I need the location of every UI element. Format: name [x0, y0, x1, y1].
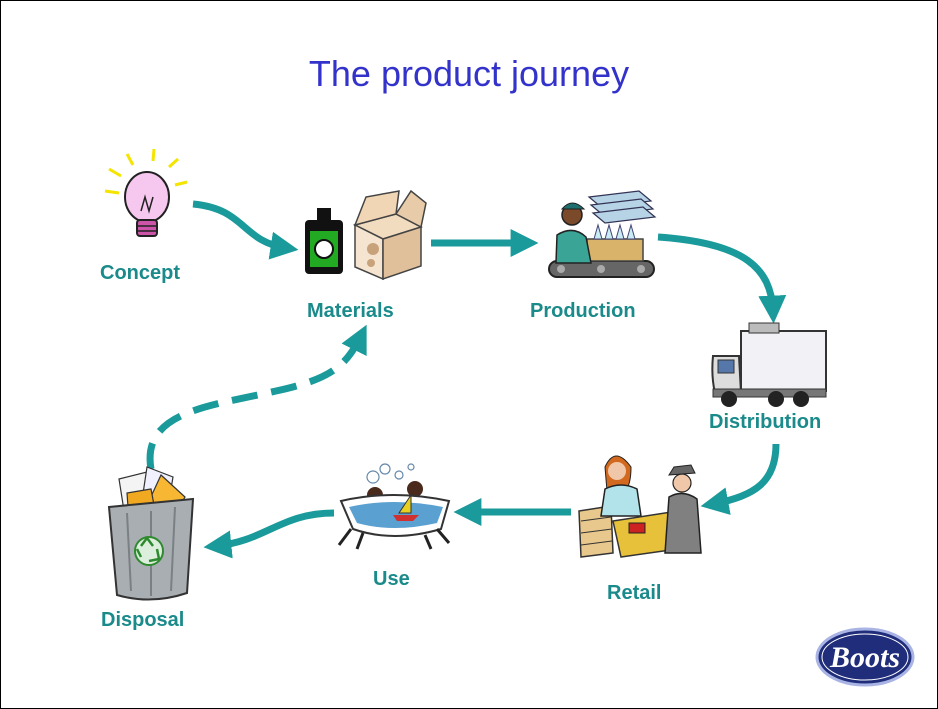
- recycle-bin-icon: [107, 466, 195, 601]
- stage-label-concept: Concept: [100, 262, 180, 284]
- boots-logo: Boots: [815, 627, 915, 687]
- stage-label-use: Use: [373, 568, 410, 590]
- stage-label-materials: Materials: [307, 300, 394, 322]
- factory-production-icon: [548, 190, 657, 278]
- truck-icon: [711, 322, 827, 407]
- arrow-production-to-distribution: [657, 233, 787, 324]
- retail-shop-icon: [578, 455, 702, 558]
- boots-logo-text: Boots: [829, 641, 900, 674]
- arrow-distribution-to-retail: [700, 443, 780, 515]
- page-title: The product journey: [308, 53, 630, 94]
- lightbulb-icon: [104, 148, 188, 237]
- stage-label-retail: Retail: [607, 582, 662, 604]
- stage-label-disposal: Disposal: [101, 609, 185, 631]
- arrow-use-to-disposal: [203, 509, 335, 559]
- arrow-disposal-to-materials-dashed: [146, 324, 367, 470]
- stage-label-distribution: Distribution: [709, 411, 822, 433]
- stage-label-production: Production: [530, 300, 636, 322]
- arrow-concept-to-materials: [192, 200, 299, 260]
- box-icon: [352, 189, 427, 281]
- bottle-icon: [305, 208, 343, 274]
- bathtub-icon: [337, 463, 451, 550]
